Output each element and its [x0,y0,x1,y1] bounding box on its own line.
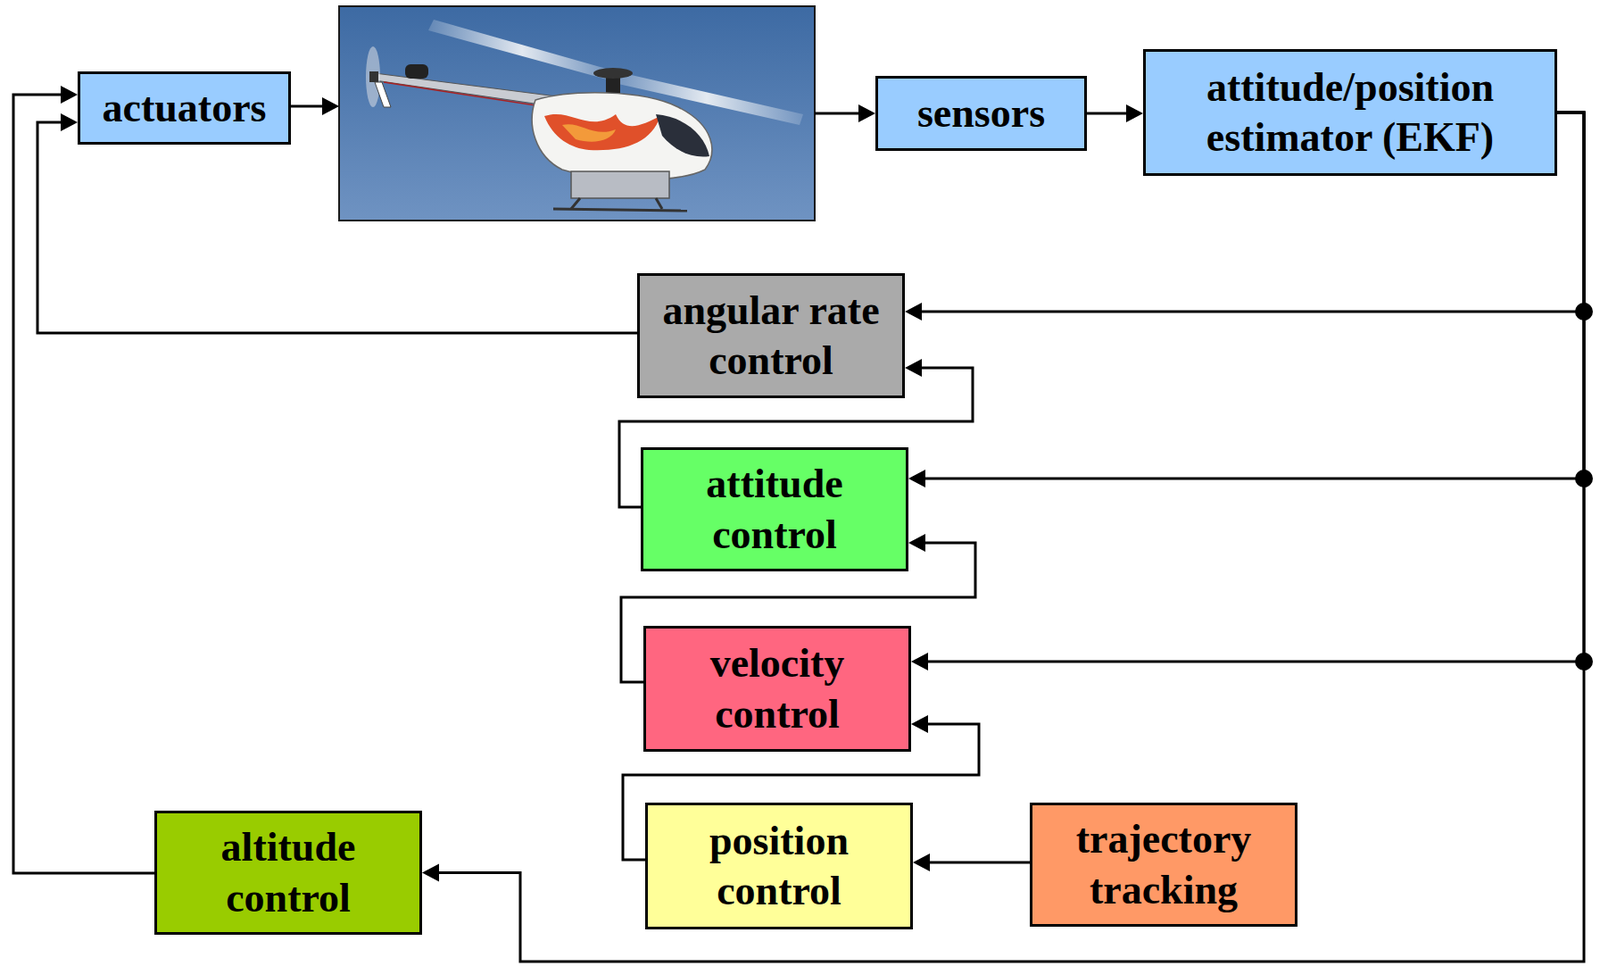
block-label: position control [658,815,900,916]
arrow-head [908,469,926,488]
helicopter-photo [339,6,815,221]
signal-line [928,861,1030,864]
arrow-head [904,302,922,321]
signal-connector [37,113,638,333]
arrow-head [908,533,926,552]
signal-connector [1086,104,1144,123]
block-label: sensors [917,88,1045,139]
control-block: attitude/position estimator (EKF) [1143,49,1558,176]
signal-line [927,112,1584,662]
arrow-head [422,863,440,882]
control-block: velocity control [643,625,912,752]
block-label: actuators [102,82,267,133]
arrow-head [1126,104,1144,123]
signal-line [438,112,1584,962]
signal-connector [422,112,1584,962]
signal-line [37,122,638,333]
control-block: actuators [77,71,291,145]
arrow-head [911,714,929,733]
arrow-head [911,652,929,671]
arrow-head [904,358,922,377]
block-label: attitude/position estimator (EKF) [1180,62,1520,163]
signal-line [13,94,155,873]
control-block: altitude control [154,810,423,935]
block-label: velocity control [656,638,898,738]
arrow-head [912,853,930,871]
arrow-head [60,85,78,104]
signal-line [1086,112,1128,116]
control-block: sensors [875,75,1087,151]
control-block: position control [645,802,913,929]
control-block: trajectory tracking [1029,802,1298,927]
block-label: attitude control [654,458,896,559]
plant-arrow [290,97,876,123]
control-block: attitude control [640,447,909,572]
block-label: altitude control [167,821,409,922]
signal-connector [912,853,1030,871]
arrow-head [60,113,78,132]
signal-connector [13,85,155,873]
signal-connector [911,112,1593,671]
control-block: angular rate control [637,273,905,398]
block-label: angular rate control [650,285,892,386]
block-label: trajectory tracking [1043,813,1285,914]
